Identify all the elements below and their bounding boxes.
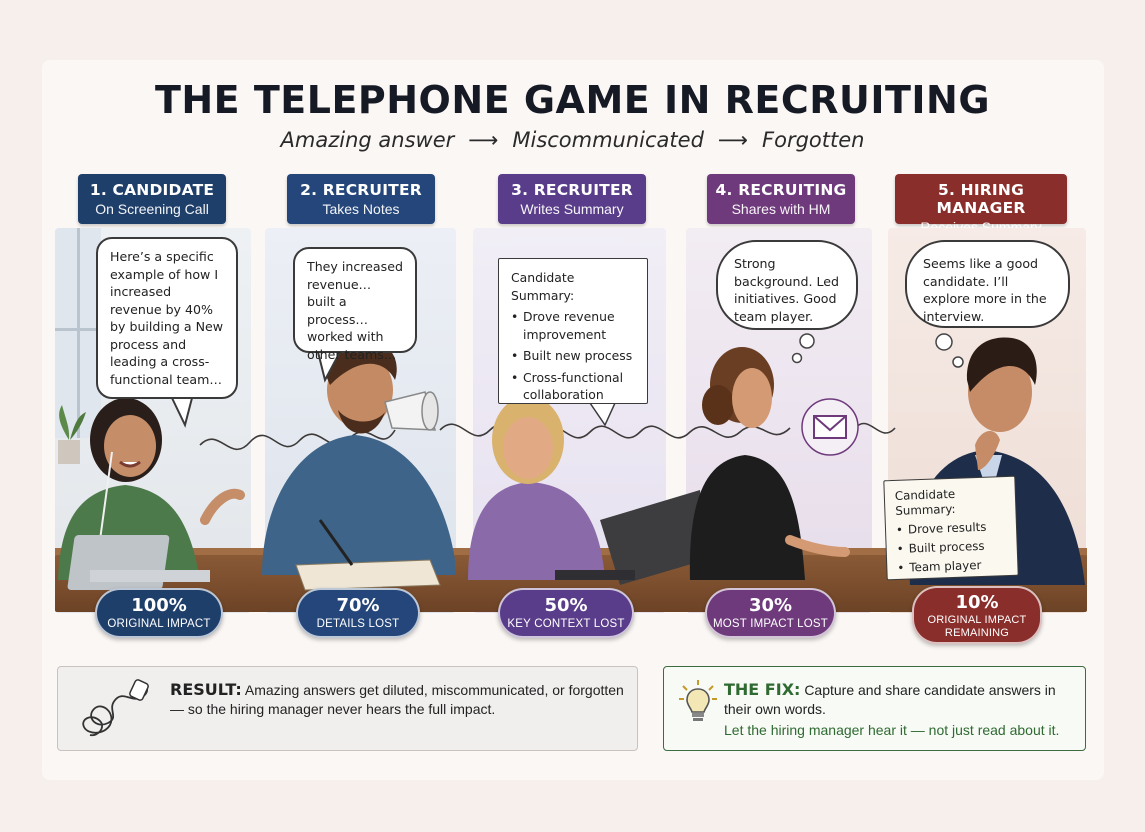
- impact-label: KEY CONTEXT LOST: [507, 618, 625, 630]
- card-title: Candidate Summary:: [894, 486, 956, 518]
- impact-label: DETAILS LOST: [316, 618, 400, 630]
- stage-subtitle: On Screening Call: [95, 201, 209, 217]
- speech-tail: [588, 402, 617, 427]
- stage-header-3: 3. RECRUITER Writes Summary: [498, 174, 646, 224]
- thought-cloud-hiring-manager: Seems like a good candidate. I’ll explor…: [905, 240, 1070, 328]
- stage-header-5: 5. HIRING MANAGER Receives Summary: [895, 174, 1067, 235]
- page-title: THE TELEPHONE GAME IN RECRUITING: [154, 78, 991, 122]
- thought-dot: [799, 333, 815, 349]
- result-body: Amazing answers get diluted, miscommunic…: [170, 682, 624, 717]
- subtitle-step-1: Amazing answer: [280, 128, 455, 152]
- impact-badge-4: 30% MOST IMPACT LOST: [705, 588, 836, 638]
- stage-title: 5. HIRING MANAGER: [936, 181, 1026, 217]
- recruiter-writer-person: [468, 396, 705, 585]
- impact-label: ORIGINAL IMPACT REMAINING: [914, 614, 1040, 640]
- fix-body: Capture and share candidate answers in t…: [724, 682, 1056, 717]
- subtitle-step-3: Forgotten: [762, 128, 865, 152]
- card-list: Drove results Built process Team player: [896, 519, 1008, 576]
- impact-badge-2: 70% DETAILS LOST: [296, 588, 420, 638]
- impact-label: ORIGINAL IMPACT: [107, 618, 211, 630]
- candidate-person: [58, 398, 245, 590]
- card-item: Built process: [896, 538, 1006, 557]
- summary-note: Candidate Summary: Drove revenue improve…: [498, 258, 648, 404]
- stage-title: 2. RECRUITER: [300, 181, 422, 199]
- fix-text: THE FIX: Capture and share candidate ans…: [724, 680, 1075, 740]
- impact-label-line: REMAINING: [944, 627, 1010, 639]
- summary-item: Cross-functional collaboration: [511, 369, 635, 404]
- fix-callout: Let the hiring manager hear it — not jus…: [724, 722, 1060, 738]
- stage-header-1: 1. CANDIDATE On Screening Call: [78, 174, 226, 224]
- stage-title: 4. RECRUITING: [715, 181, 847, 199]
- thought-dot: [935, 333, 953, 351]
- impact-badge-1: 100% ORIGINAL IMPACT: [95, 588, 223, 638]
- impact-label: MOST IMPACT LOST: [712, 618, 829, 630]
- stage-subtitle: Shares with HM: [731, 201, 831, 217]
- summary-title: Candidate Summary:: [511, 270, 575, 303]
- fix-box: THE FIX: Capture and share candidate ans…: [663, 666, 1086, 751]
- impact-percent: 70%: [336, 595, 380, 616]
- summary-card: Candidate Summary: Drove results Built p…: [883, 475, 1019, 581]
- summary-item: Built new process: [511, 347, 635, 365]
- stage-header-2: 2. RECRUITER Takes Notes: [287, 174, 435, 224]
- card-item: Drove results: [896, 519, 1006, 538]
- window-decoration: [55, 228, 101, 438]
- fix-lead: THE FIX:: [724, 680, 801, 699]
- result-text: RESULT: Amazing answers get diluted, mis…: [170, 680, 627, 719]
- summary-item: Drove revenue improvement: [511, 308, 635, 343]
- impact-percent: 30%: [748, 595, 793, 616]
- paper-cup-icon: [384, 391, 439, 431]
- impact-percent: 10%: [955, 592, 999, 613]
- lightbulb-icon: [679, 680, 717, 721]
- result-lead: RESULT:: [170, 680, 242, 699]
- impact-percent: 50%: [544, 595, 588, 616]
- stage-title: 3. RECRUITER: [511, 181, 633, 199]
- result-box: RESULT: Amazing answers get diluted, mis…: [57, 666, 638, 751]
- thought-dot: [791, 352, 803, 364]
- thought-cloud-recruiting: Strong background. Led initiatives. Good…: [716, 240, 858, 330]
- subtitle-step-2: Miscommunicated: [512, 128, 704, 152]
- speech-bubble-candidate: Here’s a specific example of how I incre…: [96, 237, 238, 399]
- recruiter-person: [262, 338, 455, 591]
- stage-subtitle: Takes Notes: [322, 201, 400, 217]
- speech-bubble-recruiter: They increased revenue… built a process……: [293, 247, 417, 362]
- impact-badge-5: 10% ORIGINAL IMPACT REMAINING: [912, 586, 1042, 644]
- impact-percent: 100%: [131, 595, 187, 616]
- arrow-right-icon: ⟶: [468, 128, 499, 152]
- stage-header-4: 4. RECRUITING Shares with HM: [707, 174, 855, 224]
- stage-title: 1. CANDIDATE: [89, 181, 215, 199]
- envelope-icon: [801, 398, 859, 456]
- arrow-right-icon: ⟶: [717, 128, 749, 152]
- stage-subtitle: Writes Summary: [520, 201, 624, 217]
- thought-dot: [952, 356, 964, 368]
- page-subtitle: Amazing answer ⟶ Miscommunicated ⟶ Forgotten: [0, 128, 1145, 152]
- impact-label-line: ORIGINAL IMPACT: [927, 614, 1027, 626]
- plant-icon: [58, 405, 86, 464]
- impact-badge-3: 50% KEY CONTEXT LOST: [498, 588, 634, 638]
- speech-tail: [170, 397, 194, 428]
- card-item: Team player: [897, 557, 1007, 576]
- summary-list: Drove revenue improvement Built new proc…: [511, 308, 635, 404]
- recruiting-person: [689, 347, 850, 580]
- tangled-string-icon: [82, 679, 149, 737]
